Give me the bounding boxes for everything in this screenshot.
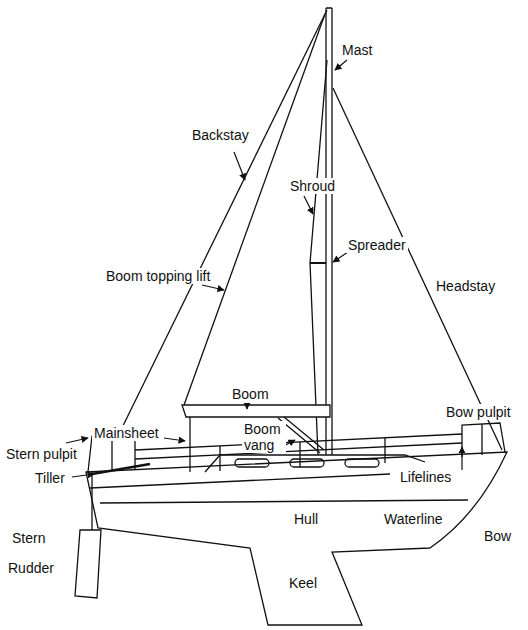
leader-line (66, 438, 88, 443)
part-label: Stern (10, 530, 47, 546)
boom (182, 405, 330, 417)
part-label: Stern pulpit (4, 446, 79, 462)
backstay (118, 10, 327, 436)
part-label: Hull (292, 511, 320, 527)
window (345, 459, 379, 467)
hull (86, 452, 507, 625)
leader-line (304, 196, 313, 214)
leader-line (333, 252, 348, 262)
shroud (310, 60, 327, 455)
window (235, 459, 269, 467)
bow-pulpit (462, 423, 505, 457)
rub-rail (90, 474, 390, 488)
mainsheet (189, 417, 190, 472)
rudder (75, 530, 101, 598)
part-label: Rudder (6, 560, 56, 576)
part-label: Headstay (434, 278, 497, 294)
leader-lines (66, 60, 462, 477)
part-label: Boom topping lift (104, 268, 212, 284)
leader-line (461, 447, 462, 470)
part-label: Boom vang (242, 421, 286, 453)
part-label: Mast (340, 42, 374, 58)
part-label: Mainsheet (92, 425, 161, 441)
part-label: Boom (230, 386, 271, 402)
leader-line (202, 285, 224, 290)
cabin (205, 455, 425, 472)
headstay (333, 88, 502, 450)
tiller (92, 464, 150, 474)
part-label: Lifelines (398, 469, 453, 485)
part-label: Backstay (190, 127, 251, 143)
leader-line (335, 60, 347, 70)
boat-drawing (75, 8, 507, 625)
part-label: Spreader (346, 237, 408, 253)
part-label: Keel (287, 575, 319, 591)
mast (326, 8, 332, 455)
topping-lift (184, 14, 325, 405)
leader-line (164, 438, 185, 441)
part-label: Waterline (382, 511, 445, 527)
part-label: Bow pulpit (444, 404, 513, 420)
rudder-post (91, 472, 92, 530)
part-label: Tiller (33, 470, 67, 486)
lifelines (135, 434, 462, 459)
waterline (100, 500, 468, 503)
window (290, 459, 324, 467)
part-label: Shroud (288, 178, 337, 194)
leader-line (246, 403, 247, 409)
part-label: Bow (482, 528, 513, 544)
leader-line (234, 152, 245, 180)
spreader (310, 262, 326, 264)
leader-line (72, 474, 94, 477)
